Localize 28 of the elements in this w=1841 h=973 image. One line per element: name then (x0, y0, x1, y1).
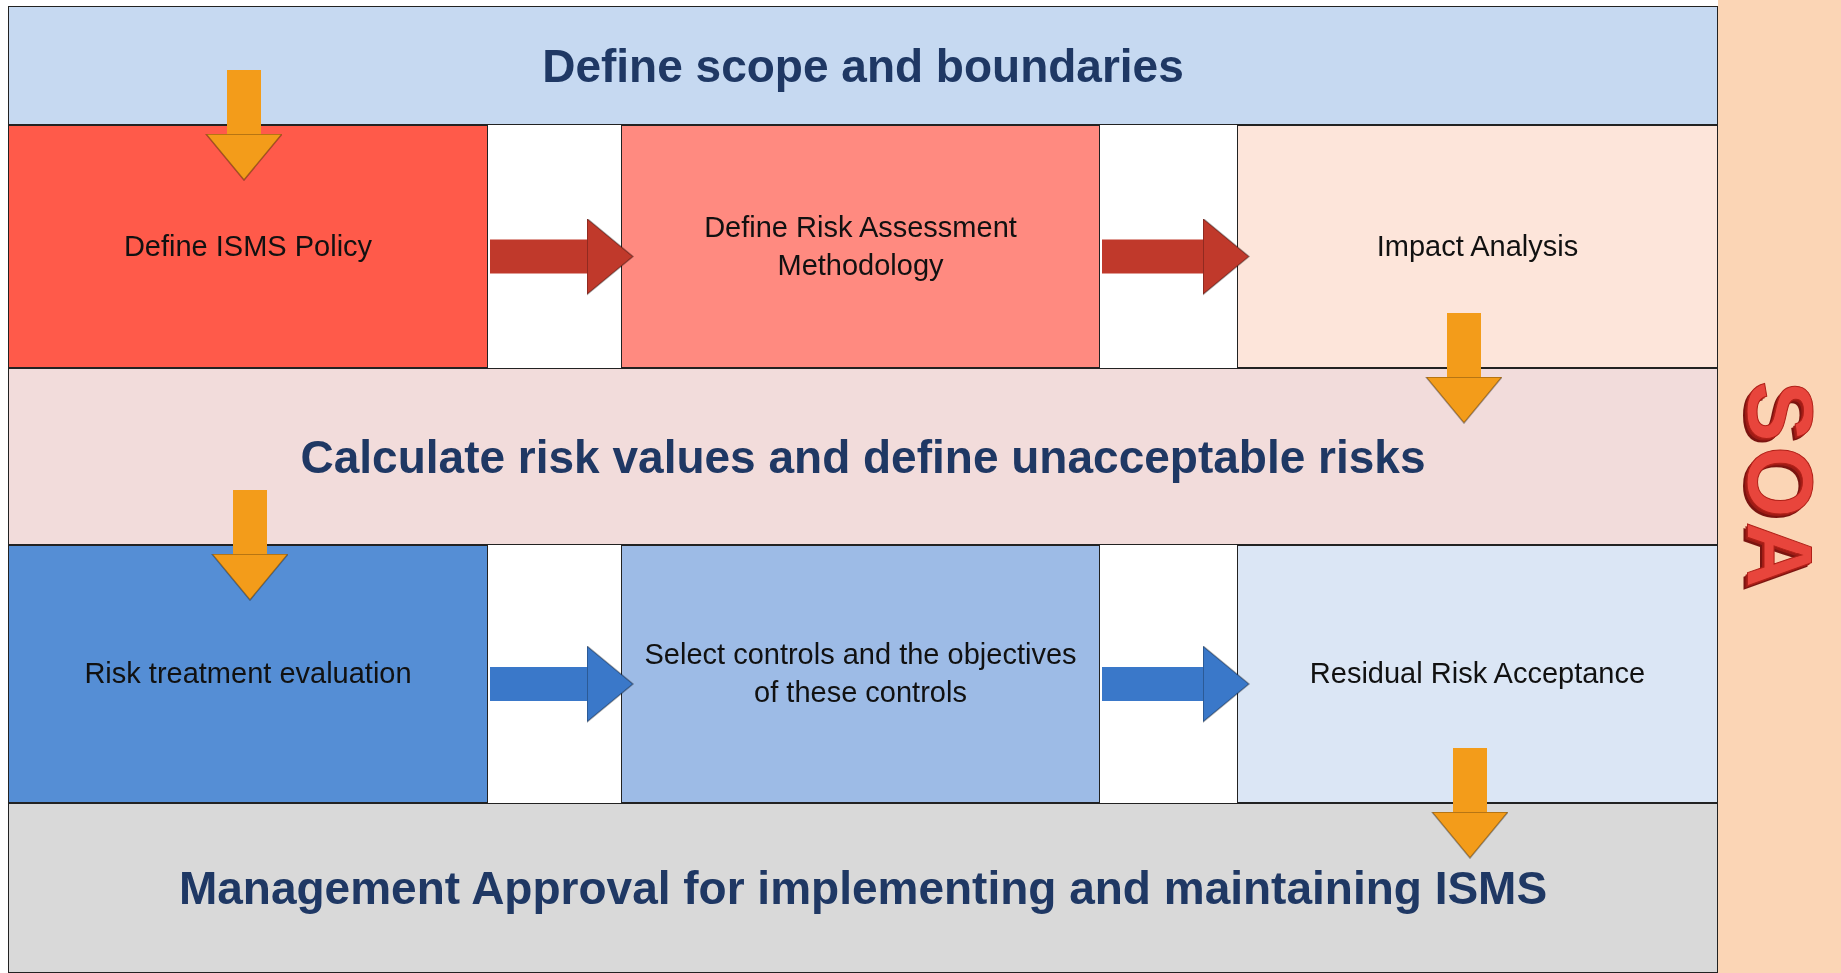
process-box (621, 545, 1100, 803)
block-arrow (1102, 217, 1250, 296)
block-arrow (490, 217, 634, 296)
process-box (621, 125, 1100, 368)
stage-title: Calculate risk values and define unacceptable risks (300, 429, 1426, 484)
stage-title: Define scope and boundaries (542, 38, 1184, 93)
process-label: Residual Risk Acceptance (1308, 656, 1647, 692)
block-arrow (205, 70, 283, 181)
process-box (8, 545, 488, 803)
process-label: Select controls and the objectives of these controls (643, 637, 1078, 710)
side-label: SOA (1728, 380, 1832, 593)
process-label: Risk treatment evaluation (83, 656, 413, 692)
process-label: Impact Analysis (1375, 228, 1580, 264)
block-arrow (1102, 645, 1250, 723)
stage-title: Management Approval for implementing and maintaining ISMS (178, 861, 1548, 915)
stage-band (8, 368, 1718, 545)
block-arrow (1425, 313, 1503, 424)
process-box (1237, 545, 1718, 803)
stage-band (8, 803, 1718, 973)
block-arrow (490, 645, 634, 723)
process-label: Define Risk Assessment Methodology (703, 209, 1018, 283)
stage-band (8, 6, 1718, 125)
side-column (1718, 0, 1841, 973)
process-box (1237, 125, 1718, 368)
process-box (8, 125, 488, 368)
block-arrow (211, 490, 289, 601)
block-arrow (1431, 748, 1509, 859)
process-label: Define ISMS Policy (122, 228, 374, 264)
